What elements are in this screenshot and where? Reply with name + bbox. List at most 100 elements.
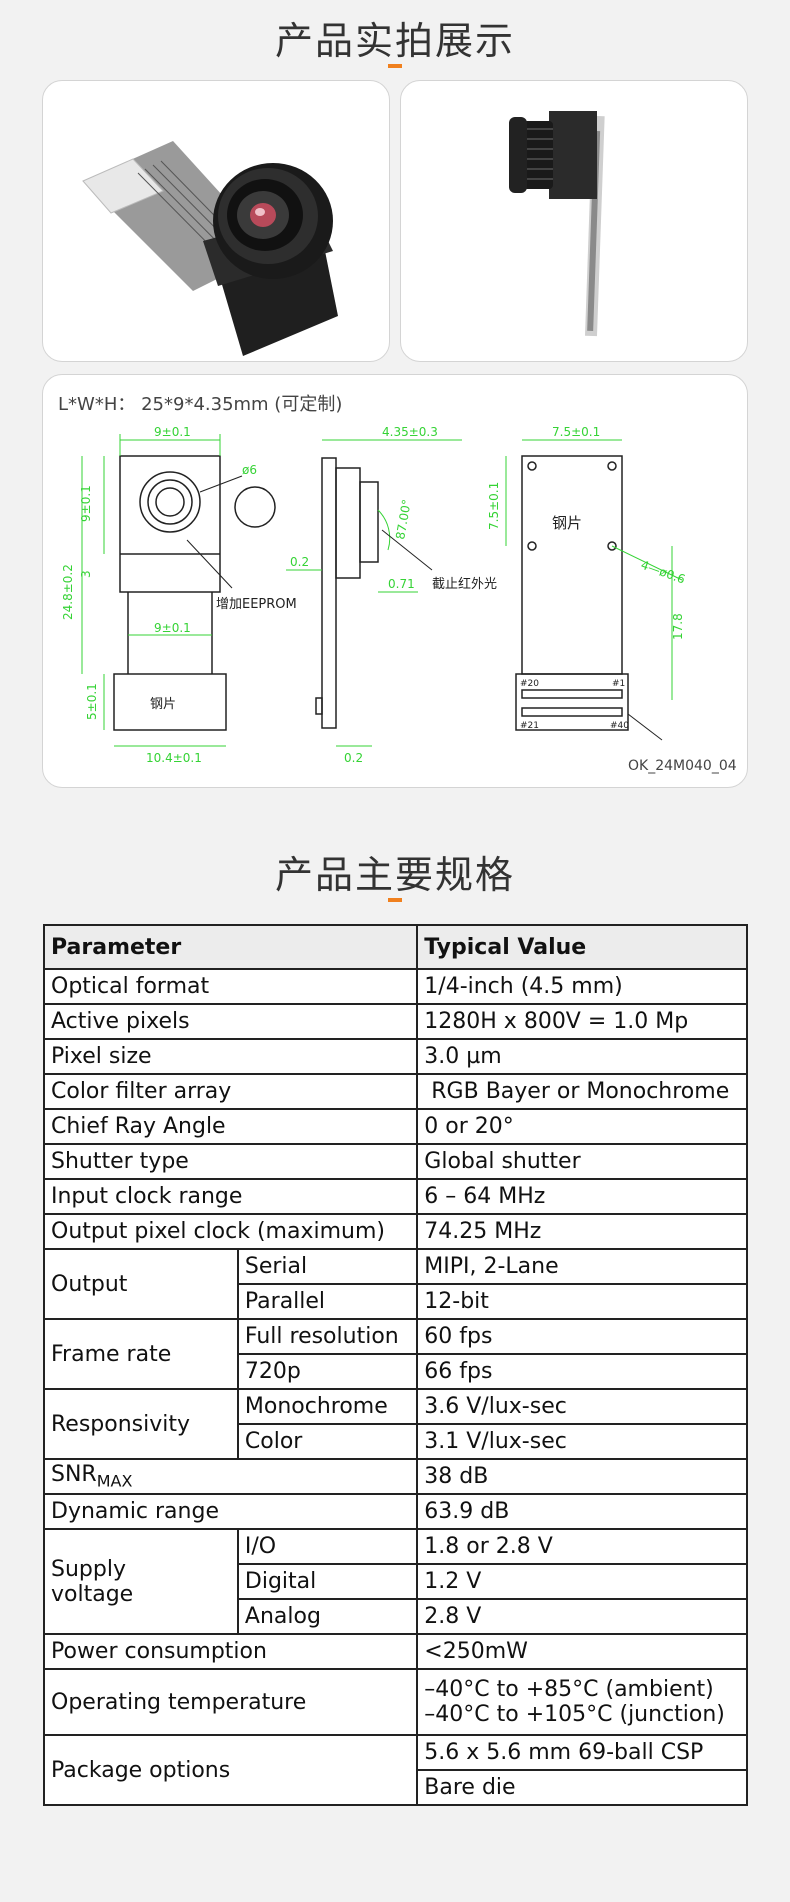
table-row: Pixel size 3.0 µm <box>42 1038 748 1075</box>
value-temperature: –40°C to +85°C (ambient)–40°C to +105°C … <box>416 1668 748 1736</box>
supply-line-1: Supply <box>51 1556 126 1582</box>
label-eeprom: 增加EEPROM <box>216 597 297 612</box>
sub-720p: 720p <box>236 1353 419 1390</box>
dim-h3: 3 <box>79 570 93 578</box>
snr-sub: MAX <box>96 1471 133 1491</box>
table-row: Responsivity Monochrome 3.6 V/lux-sec <box>43 1388 748 1460</box>
param-cra: Chief Ray Angle <box>42 1108 419 1145</box>
label-ircut: 截止红外光 <box>432 576 497 592</box>
sub-monochrome: Monochrome <box>236 1388 419 1425</box>
label-pin40: #40 <box>610 721 629 731</box>
param-input-clock: Input clock range <box>42 1178 419 1215</box>
value-full-resolution: 60 fps <box>416 1318 748 1355</box>
value-color-filter: RGB Bayer or Monochrome <box>416 1073 748 1110</box>
table-row: Optical format 1/4-inch (4.5 mm) <box>42 968 748 1005</box>
param-frame-rate: Frame rate <box>43 1318 239 1390</box>
table-row: Bare die <box>44 1769 748 1806</box>
camera-module-photo-1 <box>82 141 338 356</box>
sub-color: Color <box>236 1423 419 1460</box>
table-row: Analog 2.8 V <box>44 1598 748 1635</box>
sub-digital: Digital <box>236 1563 419 1600</box>
value-pixel-size: 3.0 µm <box>416 1038 748 1075</box>
dim-holes: 4—ø0.6 <box>639 558 687 587</box>
title-accent-bar-2 <box>388 898 402 902</box>
dim-t071: 0.71 <box>388 577 415 591</box>
value-cra: 0 or 20° <box>416 1108 748 1145</box>
header-typical-value: Typical Value <box>416 924 748 970</box>
dim-w75: 7.5±0.1 <box>552 425 600 439</box>
value-analog: 2.8 V <box>416 1598 748 1635</box>
table-row: Output pixel clock (maximum) 74.25 MHz <box>42 1213 748 1250</box>
label-pin20: #20 <box>520 679 539 689</box>
dim-h5: 5±0.1 <box>85 683 99 720</box>
value-input-clock: 6 – 64 MHz <box>416 1178 748 1215</box>
value-snr: 38 dB <box>416 1458 748 1495</box>
sub-serial: Serial <box>236 1248 419 1285</box>
product-photo-side <box>400 80 748 362</box>
label-steel-1: 钢片 <box>150 697 176 712</box>
value-shutter: Global shutter <box>416 1143 748 1180</box>
param-pixel-size: Pixel size <box>42 1038 419 1075</box>
table-row: Parallel 12-bit <box>44 1283 748 1320</box>
param-output: Output <box>43 1248 239 1320</box>
dim-h9: 9±0.1 <box>79 485 93 522</box>
param-temperature: Operating temperature <box>42 1668 419 1736</box>
value-optical-format: 1/4-inch (4.5 mm) <box>416 968 748 1005</box>
table-row: Active pixels 1280H x 800V = 1.0 Mp <box>42 1003 748 1040</box>
dim-phi: ø6 <box>242 463 257 477</box>
param-package: Package options <box>42 1734 419 1806</box>
sub-parallel: Parallel <box>236 1283 419 1320</box>
temp-ambient: –40°C to +85°C (ambient) <box>424 1677 714 1702</box>
title-accent-bar <box>388 64 402 68</box>
value-io: 1.8 or 2.8 V <box>416 1528 748 1565</box>
table-row: SNRMAX 38 dB <box>42 1458 748 1495</box>
table-row: Color filter array RGB Bayer or Monochro… <box>42 1073 748 1110</box>
value-output-clock: 74.25 MHz <box>416 1213 748 1250</box>
table-row: Power consumption <250mW <box>42 1633 748 1670</box>
sub-full-resolution: Full resolution <box>236 1318 419 1355</box>
label-steel-2: 钢片 <box>552 514 582 532</box>
param-color-filter: Color filter array <box>42 1073 419 1110</box>
spec-table: Parameter Typical Value Optical format 1… <box>42 924 748 1806</box>
table-row: Operating temperature –40°C to +85°C (am… <box>42 1668 748 1736</box>
value-package-bare-die: Bare die <box>416 1769 748 1806</box>
dim-w104: 10.4±0.1 <box>146 751 202 765</box>
label-pin21: #21 <box>520 721 539 731</box>
table-row: Package options 5.6 x 5.6 mm 69-ball CSP <box>42 1734 748 1806</box>
dim-w9b: 9±0.1 <box>154 621 191 635</box>
technical-drawing-card <box>42 374 748 788</box>
camera-module-photo-2 <box>509 111 605 337</box>
section-title-photos: 产品实拍展示 <box>274 19 515 63</box>
supply-line-2: voltage <box>51 1581 134 1607</box>
value-active-pixels: 1280H x 800V = 1.0 Mp <box>416 1003 748 1040</box>
value-720p: 66 fps <box>416 1353 748 1390</box>
value-power: <250mW <box>416 1633 748 1670</box>
value-monochrome: 3.6 V/lux-sec <box>416 1388 748 1425</box>
dimensions-label: L*W*H： 25*9*4.35mm (可定制) <box>58 394 343 415</box>
table-row: Dynamic range 63.9 dB <box>42 1493 748 1530</box>
dimension-drawing: 9±0.1 ø6 9±0.1 3 24.8±0.2 9±0.1 5±0.1 10… <box>61 425 737 774</box>
table-row: Frame rate Full resolution 60 fps <box>43 1318 748 1390</box>
temp-junction: –40°C to +105°C (junction) <box>424 1702 725 1727</box>
dim-h178: 17.8 <box>671 613 685 640</box>
table-row: Chief Ray Angle 0 or 20° <box>42 1108 748 1145</box>
dim-h248: 24.8±0.2 <box>61 564 75 620</box>
param-active-pixels: Active pixels <box>42 1003 419 1040</box>
param-output-clock: Output pixel clock (maximum) <box>42 1213 419 1250</box>
dim-t02: 0.2 <box>290 555 309 569</box>
dim-t02b: 0.2 <box>344 751 363 765</box>
dim-w9: 9±0.1 <box>154 425 191 439</box>
param-power: Power consumption <box>42 1633 419 1670</box>
value-package-csp: 5.6 x 5.6 mm 69-ball CSP <box>416 1734 748 1771</box>
table-row: Color 3.1 V/lux-sec <box>44 1423 748 1460</box>
table-row: Input clock range 6 – 64 MHz <box>42 1178 748 1215</box>
table-row: Digital 1.2 V <box>44 1563 748 1600</box>
label-pin1: #1 <box>612 679 625 689</box>
value-dynamic-range: 63.9 dB <box>416 1493 748 1530</box>
param-responsivity: Responsivity <box>43 1388 239 1460</box>
snr-label: SNR <box>51 1462 97 1488</box>
table-row: 720p 66 fps <box>44 1353 748 1390</box>
dim-side435: 4.35±0.3 <box>382 425 438 439</box>
